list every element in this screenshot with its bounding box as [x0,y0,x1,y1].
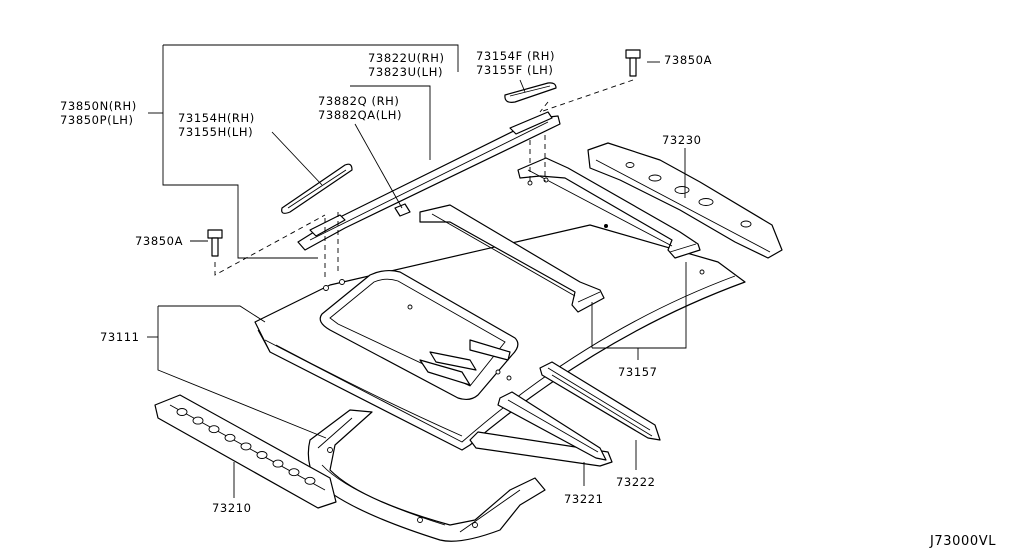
label-73154h: 73154H(RH) [178,111,255,125]
label-73822u: 73822U(RH) [368,51,445,65]
roof-bow-73222 [539,361,661,441]
label-73157: 73157 [618,365,658,379]
roof-bow-73221 [469,391,613,467]
label-73850n: 73850N(RH) [60,99,137,113]
bolt-73850a-left [207,229,223,257]
label-73882q: 73882Q (RH) [318,94,400,108]
label-73155f: 73155F (LH) [476,63,553,77]
header-hole [176,408,188,416]
label-73850a-left: 73850A [135,234,183,248]
header-hole [256,451,268,459]
label-73210: 73210 [212,501,252,515]
header-hole [240,442,252,451]
diagram-code: J73000VL [929,534,996,549]
front-header-73210 [154,394,337,509]
side-rail-73822u [297,111,561,251]
header-hole [208,425,220,434]
header-hole [288,468,300,477]
roof-rail-rh-73157 [419,204,605,313]
label-73850p: 73850P(LH) [60,113,134,127]
label-73221: 73221 [564,492,604,506]
label-73222: 73222 [616,475,656,489]
rail-cover-73154h [281,163,353,214]
label-73154f: 73154F (RH) [476,49,555,63]
roof-panel [254,224,746,451]
part-labels: 73850N(RH) 73850P(LH) 73822U(RH) 73823U(… [60,49,996,549]
label-73155h: 73155H(LH) [178,125,253,139]
rear-header-73230 [587,142,783,259]
label-73230: 73230 [662,133,702,147]
header-hole [224,433,236,442]
rail-cover-73154f [504,82,557,103]
header-hole [304,476,316,485]
header-hole [272,459,284,468]
label-73823u: 73823U(LH) [368,65,443,79]
label-73882qa: 73882QA(LH) [318,108,402,122]
label-73850a-top: 73850A [664,53,712,67]
leader-lines [147,44,687,498]
header-hole [192,416,204,425]
assembly-dash-lines [214,79,634,278]
label-73111: 73111 [100,330,140,344]
bolt-73850a-top [625,49,641,77]
clip-73882q [394,203,411,217]
roof-rail-lh-73157 [517,157,701,259]
